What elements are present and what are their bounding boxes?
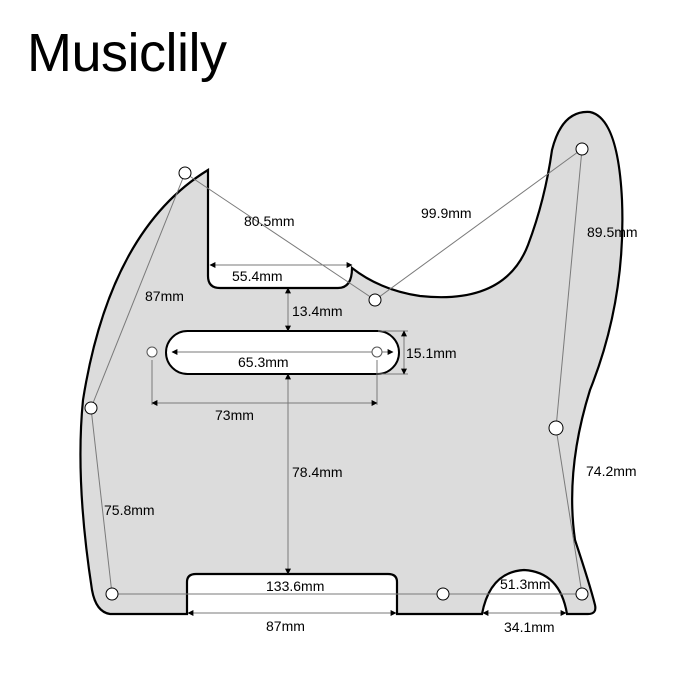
brand-logo-text: Musiclily xyxy=(27,23,227,83)
screw-holes xyxy=(84,142,589,601)
dim-top-left-to-left-mid: 87mm xyxy=(145,288,184,304)
pickup-screw-right xyxy=(371,346,383,358)
dim-top-right-to-right-mid: 89.5mm xyxy=(587,224,638,240)
dim-bottom-cutout-width: 87mm xyxy=(266,618,305,634)
screw-hole-top-left xyxy=(178,166,192,180)
dim-pickup-length: 65.3mm xyxy=(238,354,289,370)
dim-center-to-top-right: 99.9mm xyxy=(421,205,472,221)
screw-hole-left-mid xyxy=(84,401,98,415)
dim-neck-cutout-width: 55.4mm xyxy=(232,268,283,284)
dim-pickup-screw-spacing: 73mm xyxy=(215,407,254,423)
screw-hole-center xyxy=(368,293,382,307)
screw-hole-bottom-right xyxy=(575,587,589,601)
screw-hole-bottom-left xyxy=(105,587,119,601)
dim-bottom-left-to-bottom-mid: 133.6mm xyxy=(266,578,324,594)
dim-arch-cutout-width: 34.1mm xyxy=(504,619,555,635)
dimension-lines xyxy=(90,148,583,616)
dim-neck-to-pickup: 13.4mm xyxy=(292,303,343,319)
pickup-screw-left xyxy=(146,346,158,358)
dim-right-mid-to-bottom-right: 74.2mm xyxy=(586,463,637,479)
dim-pickup-width: 15.1mm xyxy=(406,345,457,361)
dim-pickup-to-bottom: 78.4mm xyxy=(292,464,343,480)
screw-hole-bottom-mid xyxy=(436,587,450,601)
dim-top-left-to-center: 80.5mm xyxy=(244,213,295,229)
dim-left-mid-to-bottom-left: 75.8mm xyxy=(104,502,155,518)
screw-hole-top-right xyxy=(575,142,589,156)
dim-bottom-mid-to-bottom-right: 51.3mm xyxy=(500,576,551,592)
screw-hole-right-mid xyxy=(548,420,564,436)
